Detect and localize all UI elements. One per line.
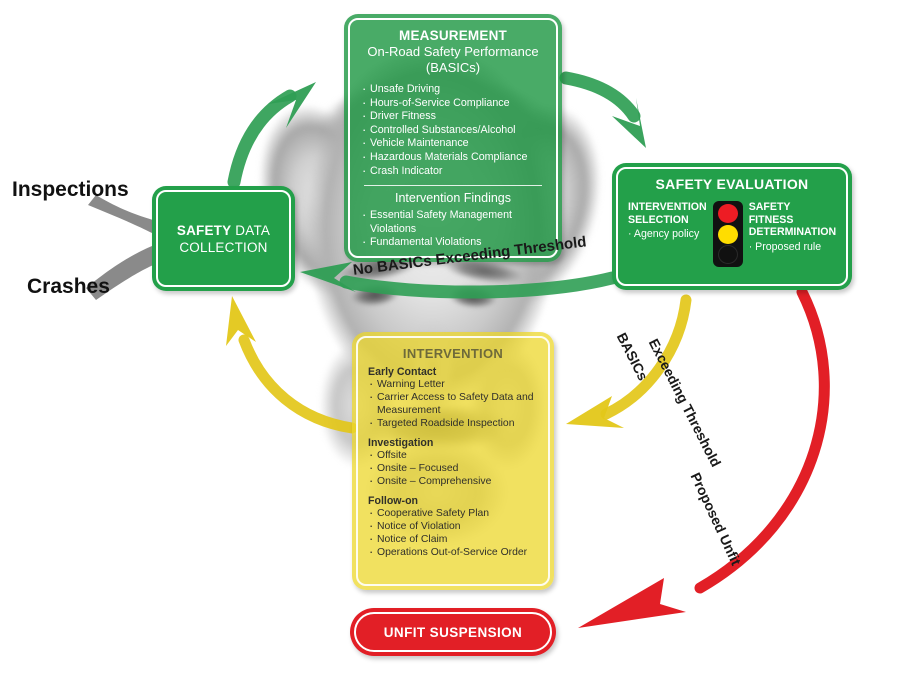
green-arrow-no-basics-to-collection	[300, 262, 619, 299]
safety-evaluation-body: INTERVENTION SELECTION · Agency policy S…	[628, 201, 836, 267]
intervention-selection-heading: INTERVENTION SELECTION	[628, 201, 707, 226]
is-line1: INTERVENTION	[628, 201, 707, 213]
measurement-subtitle: On-Road Safety Performance (BASICs)	[362, 44, 544, 76]
list-item: Notice of Violation	[368, 519, 538, 533]
measurement-title: MEASUREMENT	[399, 28, 507, 43]
sdc-line1-rest: DATA	[231, 222, 271, 238]
node-inner: SAFETY EVALUATION INTERVENTION SELECTION…	[616, 167, 848, 286]
measurement-subtitle-line1: On-Road Safety Performance	[367, 44, 539, 59]
edge-label-basics-exceeding-threshold-line1: BASICs	[613, 330, 652, 384]
node-inner: UNFIT SUSPENSION	[354, 612, 552, 652]
list-item: Onsite – Comprehensive	[368, 474, 538, 488]
node-unfit-suspension[interactable]: UNFIT SUSPENSION	[350, 608, 556, 656]
list-item: Crash Indicator	[362, 164, 544, 179]
list-item: Carrier Access to Safety Data and Measur…	[368, 390, 538, 417]
list-item: Offsite	[368, 448, 538, 462]
intervention-section-heading-early-contact: Early Contact	[368, 366, 437, 378]
intervention-selection-item: · Agency policy	[628, 228, 700, 241]
traffic-light-icon	[712, 201, 743, 267]
node-safety-evaluation[interactable]: SAFETY EVALUATION INTERVENTION SELECTION…	[612, 163, 852, 290]
intervention-early-contact-list: Warning Letter Carrier Access to Safety …	[368, 377, 538, 430]
intervention-findings-list: Essential Safety Management Violations F…	[362, 208, 544, 250]
sdc-bold-word: SAFETY	[176, 222, 232, 238]
list-item: Warning Letter	[368, 377, 538, 391]
node-intervention[interactable]: INTERVENTION Early Contact Warning Lette…	[352, 332, 554, 590]
sdc-line2: COLLECTION	[179, 239, 268, 255]
green-arrow-collection-to-measurement	[227, 82, 316, 189]
node-inner: INTERVENTION Early Contact Warning Lette…	[356, 336, 550, 586]
safety-fitness-determination-heading: SAFETY FITNESS DETERMINATION	[749, 201, 837, 239]
label-crashes: Crashes	[27, 275, 110, 298]
list-item: Onsite – Focused	[368, 461, 538, 475]
intervention-selection-column: INTERVENTION SELECTION · Agency policy	[628, 201, 707, 241]
edge-label-proposed-unfit: Proposed Unfit	[687, 470, 745, 568]
edge-label-basics-exceeding-threshold-line2: Exceeding Threshold	[645, 336, 725, 470]
intervention-investigation-list: Offsite Onsite – Focused Onsite – Compre…	[368, 448, 538, 488]
red-arrow-proposed-unfit-to-suspension	[578, 286, 830, 628]
sfd-line2: DETERMINATION	[748, 226, 837, 239]
safety-evaluation-title: SAFETY EVALUATION	[655, 176, 809, 192]
intervention-findings-heading: Intervention Findings	[394, 191, 512, 206]
traffic-light-green-bulb	[717, 245, 738, 264]
list-item: Essential Safety Management Violations	[362, 208, 544, 236]
intervention-section-heading-investigation: Investigation	[368, 437, 434, 449]
list-item: Targeted Roadside Inspection	[368, 416, 538, 430]
divider	[364, 185, 542, 187]
label-inspections: Inspections	[12, 178, 129, 201]
list-item: Hazardous Materials Compliance	[362, 150, 544, 165]
list-item: Unsafe Driving	[362, 82, 544, 97]
measurement-basics-list: Unsafe Driving Hours-of-Service Complian…	[362, 82, 544, 179]
green-arrow-measurement-to-evaluation	[559, 71, 646, 148]
list-item: Notice of Claim	[368, 532, 538, 546]
intervention-title: INTERVENTION	[402, 346, 504, 361]
yellow-arrow-intervention-to-collection	[226, 296, 358, 434]
unfit-suspension-label: UNFIT SUSPENSION	[383, 624, 523, 640]
is-line2: SELECTION	[628, 213, 689, 226]
list-item: Hours-of-Service Compliance	[362, 96, 544, 111]
traffic-light-red-bulb	[717, 204, 738, 223]
list-item: Driver Fitness	[362, 109, 544, 124]
node-inner: MEASUREMENT On-Road Safety Performance (…	[348, 18, 558, 258]
intervention-section-heading-follow-on: Follow-on	[368, 495, 419, 507]
list-item: Operations Out-of-Service Order	[368, 545, 538, 559]
node-safety-data-collection[interactable]: SAFETY DATA COLLECTION	[152, 186, 295, 291]
safety-data-collection-label: SAFETY DATA COLLECTION	[177, 222, 270, 256]
safety-fitness-determination-column: SAFETY FITNESS DETERMINATION · Proposed …	[749, 201, 837, 254]
node-inner: SAFETY DATA COLLECTION	[156, 190, 291, 287]
sfd-item-text: Proposed rule	[755, 240, 822, 253]
safety-fitness-determination-item: · Proposed rule	[748, 240, 822, 253]
is-item-text: Agency policy	[633, 228, 700, 241]
sfd-line1: SAFETY FITNESS	[748, 201, 794, 226]
list-item: Controlled Substances/Alcohol	[362, 123, 544, 138]
node-measurement[interactable]: MEASUREMENT On-Road Safety Performance (…	[344, 14, 562, 262]
list-item: Vehicle Maintenance	[362, 136, 544, 151]
list-item: Fundamental Violations	[362, 235, 544, 250]
traffic-light-yellow-bulb	[717, 224, 738, 244]
measurement-subtitle-line2: (BASICs)	[425, 60, 481, 75]
intervention-follow-on-list: Cooperative Safety Plan Notice of Violat…	[368, 506, 538, 559]
list-item: Cooperative Safety Plan	[368, 506, 538, 520]
